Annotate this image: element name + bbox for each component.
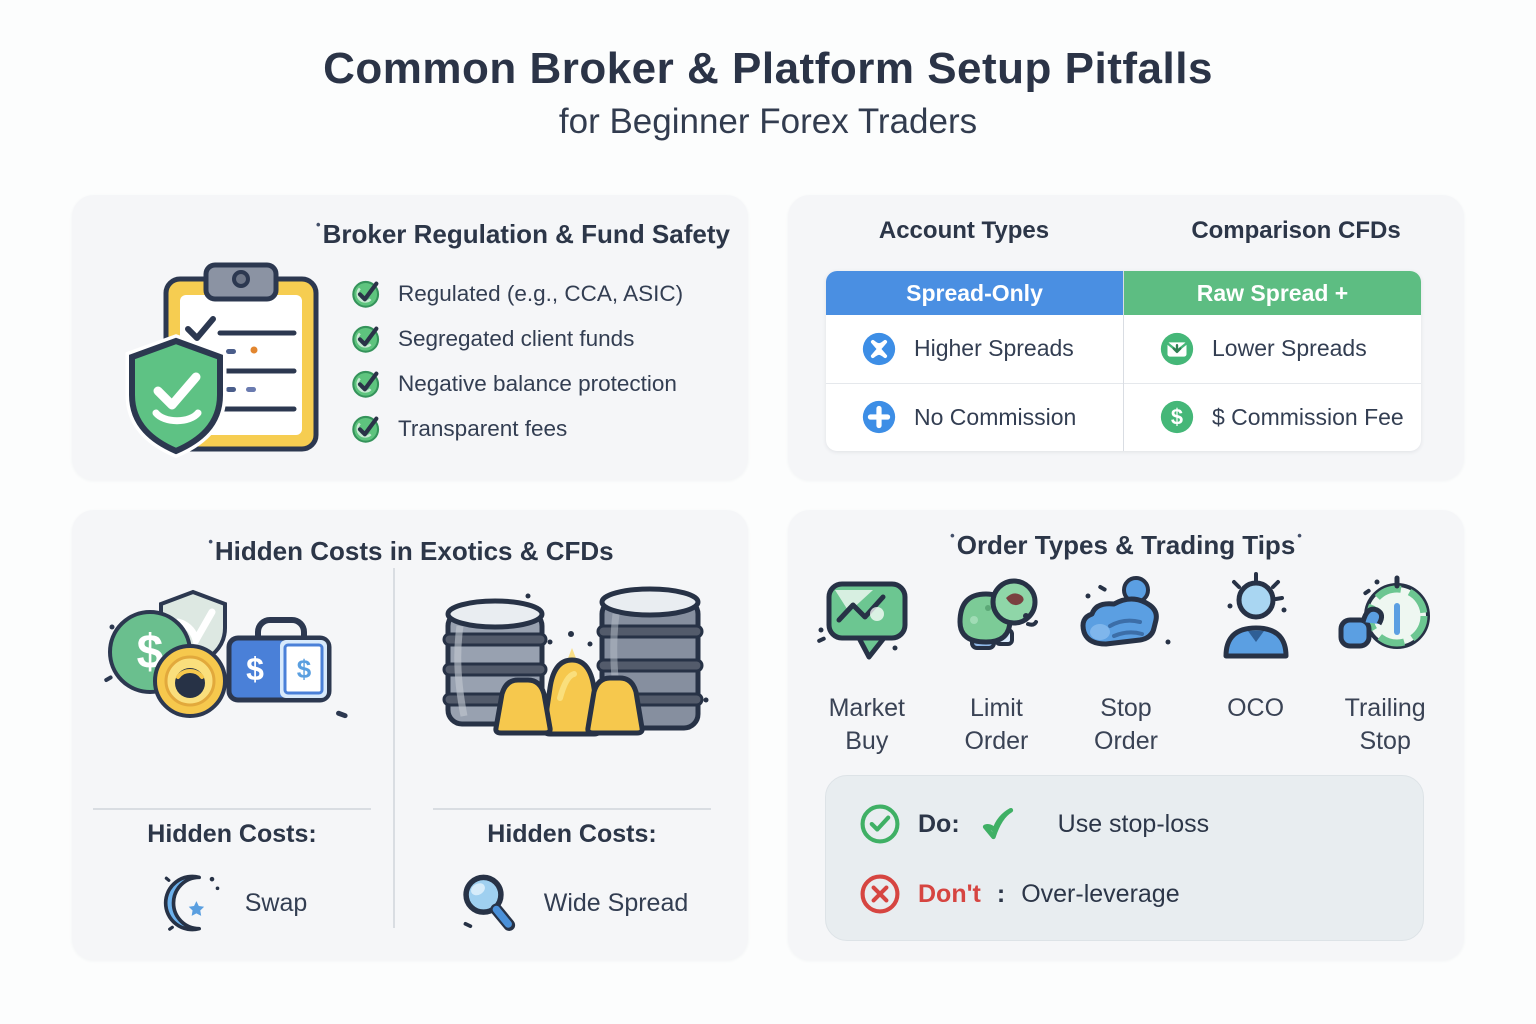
panel-hidden-costs: •Hidden Costs in Exotics & CFDs $	[72, 510, 748, 960]
order-type-stop-order: Stop Order	[1061, 572, 1191, 757]
panel-broker-regulation: •Broker Regulation & Fund Safety	[72, 195, 748, 480]
page-title: Common Broker & Platform Setup Pitfalls	[323, 44, 1213, 93]
title-decoration-dot: •	[950, 528, 955, 543]
horizontal-rule	[433, 808, 711, 810]
check-circle-outline-icon	[860, 804, 900, 844]
table-row: No Commission	[826, 382, 1123, 452]
page-subtitle: for Beginner Forex Traders	[558, 102, 978, 141]
oil-barrels-gold-illustration	[442, 586, 709, 737]
hidden-cost-item: Swap	[72, 870, 392, 936]
checklist-item: Segregated client funds	[350, 322, 683, 355]
trading-tips-box: Do: Use stop-loss Don't : Over-leverage	[825, 775, 1424, 941]
magnifying-glass-icon	[463, 874, 515, 931]
dont-tip-row: Don't : Over-leverage	[858, 872, 1180, 916]
order-types-row: Market Buy Limit Order	[802, 572, 1450, 757]
dollar-circle-icon: $	[1160, 401, 1194, 434]
table-row: Lower Spreads	[1124, 315, 1421, 383]
hidden-costs-cfds-column: Hidden Costs: Wide Spread	[396, 568, 748, 948]
clipboard-shield-illustration	[125, 262, 319, 459]
panel-order-types: •Order Types & Trading Tips• Market Buy	[788, 510, 1464, 960]
title-decoration-dot: •	[316, 217, 321, 232]
do-text: Use stop-loss	[1057, 809, 1210, 838]
table-cell-label: $ Commission Fee	[1212, 403, 1404, 430]
regulation-panel-title: •Broker Regulation & Fund Safety	[316, 217, 730, 249]
table-cell-label: No Commission	[914, 403, 1077, 430]
order-type-market-buy: Market Buy	[802, 572, 932, 757]
open-hand-icon	[1080, 576, 1171, 647]
table-cell-label: Higher Spreads	[914, 335, 1074, 362]
table-cell-label: Lower Spreads	[1212, 335, 1367, 362]
person-alert-icon	[1223, 572, 1289, 659]
do-label: Do:	[918, 809, 960, 838]
money-coins-briefcase-illustration: $ $ $	[104, 589, 348, 719]
regulation-checklist: Regulated (e.g., CCA, ASIC) Segregated c…	[350, 277, 683, 445]
dont-label: Don't	[918, 879, 981, 908]
horizontal-rule	[93, 808, 371, 810]
check-mark-icon	[982, 807, 1013, 840]
crescent-moon-icon	[163, 874, 220, 932]
dont-separator: :	[996, 879, 1006, 908]
raw-spread-column: Raw Spread + Lower Spreads $ $ C	[1124, 271, 1421, 451]
column-header: Raw Spread +	[1124, 271, 1421, 315]
title-decoration-dot: •	[1297, 528, 1302, 543]
account-types-heading: Account Types	[878, 217, 1050, 244]
chart-speech-bubble-icon	[816, 581, 908, 660]
dont-text: Over-leverage	[1021, 879, 1180, 908]
account-comparison-table: Spread-Only Higher Spreads No Commission	[826, 271, 1421, 451]
check-badge-icon	[352, 280, 380, 308]
checklist-item: Negative balance protection	[350, 367, 683, 400]
svg-text:$: $	[297, 654, 312, 684]
svg-text:$: $	[1171, 405, 1183, 430]
checklist-item-label: Segregated client funds	[398, 325, 635, 351]
column-header: Spread-Only	[826, 271, 1123, 315]
do-tip-row: Do: Use stop-loss	[858, 802, 1209, 846]
hidden-costs-exotics-column: $ $ $ Hidden Costs:	[72, 568, 392, 948]
panel-account-types: Account Types Comparison CFDs Spread-Onl…	[788, 195, 1464, 480]
checklist-item-label: Negative balance protection	[398, 370, 677, 396]
table-row: $ $ Commission Fee	[1124, 382, 1421, 452]
order-type-label: Market Buy	[828, 694, 905, 755]
x-circle-outline-icon	[860, 874, 900, 914]
title-decoration-dot: •	[208, 534, 213, 549]
table-row: Higher Spreads	[826, 315, 1123, 383]
comparison-cfds-heading: Comparison CFDs	[1191, 217, 1401, 244]
checklist-item: Transparent fees	[350, 412, 683, 445]
plus-circle-icon	[862, 401, 896, 434]
checklist-item-label: Transparent fees	[398, 415, 568, 441]
envelope-down-circle-icon	[1160, 332, 1194, 365]
order-types-panel-title: •Order Types & Trading Tips•	[950, 528, 1302, 560]
order-type-oco: OCO	[1191, 572, 1321, 757]
x-circle-icon	[862, 332, 896, 365]
check-badge-icon	[352, 415, 380, 443]
vertical-divider	[393, 568, 395, 928]
hand-with-clock-icon	[1338, 575, 1431, 649]
order-type-label: OCO	[1227, 694, 1285, 722]
order-type-label: Stop Order	[1094, 694, 1158, 755]
svg-text:$: $	[246, 651, 264, 687]
check-badge-icon	[352, 370, 380, 398]
page-header: Common Broker & Platform Setup Pitfalls …	[0, 44, 1536, 142]
hidden-cost-label: Wide Spread	[543, 888, 689, 917]
checklist-item: Regulated (e.g., CCA, ASIC)	[350, 277, 683, 310]
hidden-costs-panel-title: •Hidden Costs in Exotics & CFDs	[208, 534, 614, 566]
order-type-label: Limit Order	[964, 694, 1029, 755]
hidden-cost-item: Wide Spread	[396, 870, 748, 936]
spread-only-column: Spread-Only Higher Spreads No Commission	[826, 271, 1124, 451]
hidden-cost-label: Swap	[244, 888, 308, 917]
order-type-limit-order: Limit Order	[932, 572, 1062, 757]
order-type-label: Trailing Stop	[1344, 694, 1426, 755]
check-badge-icon	[352, 325, 380, 353]
checklist-item-label: Regulated (e.g., CCA, ASIC)	[398, 280, 684, 306]
hidden-costs-subheading: Hidden Costs:	[147, 820, 317, 848]
turtle-icon	[957, 578, 1039, 650]
hidden-costs-subheading: Hidden Costs:	[487, 820, 657, 848]
order-type-trailing-stop: Trailing Stop	[1320, 572, 1450, 757]
